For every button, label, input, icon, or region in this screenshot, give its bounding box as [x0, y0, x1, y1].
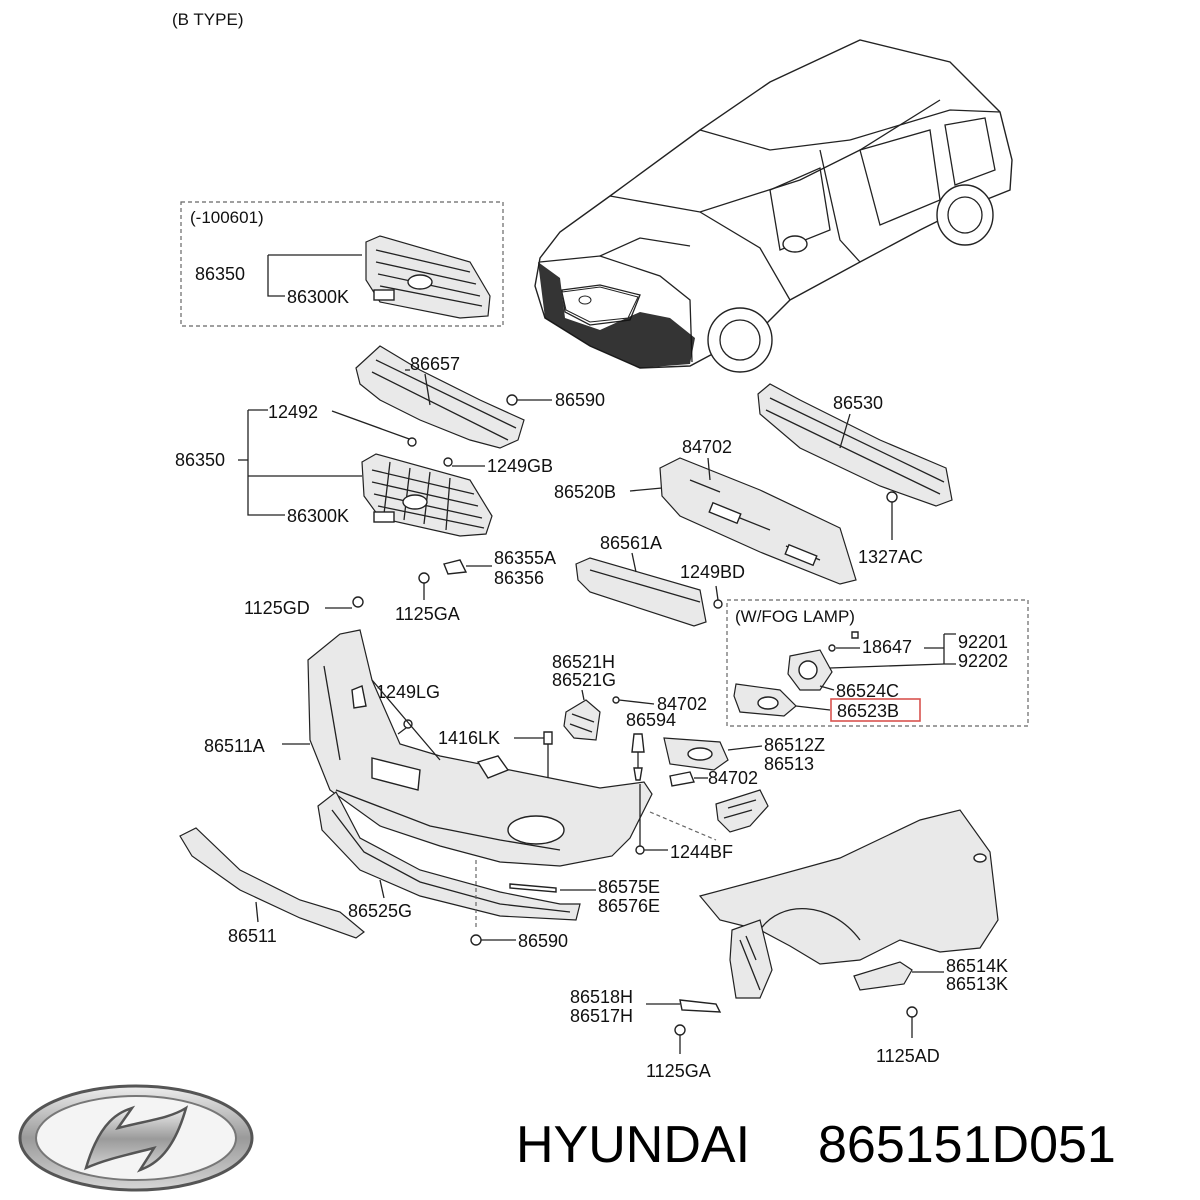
part-number: 865151D051 — [818, 1116, 1116, 1174]
label-84702-absorber: 84702 — [682, 437, 732, 457]
diagram-type-label: (B TYPE) — [172, 10, 243, 29]
label-86576e: 86576E — [598, 896, 660, 916]
fog-cover-drawing — [663, 737, 729, 771]
label-86511: 86511 — [228, 926, 277, 946]
label-86520b: 86520B — [554, 482, 616, 502]
label-86356: 86356 — [494, 568, 544, 588]
label-86518h: 86518H — [570, 987, 633, 1007]
grille-main-drawing — [361, 453, 493, 537]
front-bumper-cover-drawing — [307, 629, 653, 867]
front-fender-drawing — [698, 809, 999, 999]
label-86521h: 86521H — [552, 652, 615, 672]
label-86300k-early: 86300K — [287, 287, 349, 307]
label-86513: 86513 — [764, 754, 814, 774]
fender-bracket-drawing — [853, 961, 913, 991]
label-1125ad: 1125AD — [876, 1046, 940, 1066]
car-illustration — [534, 39, 1013, 373]
label-1244bf: 1244BF — [670, 842, 733, 862]
label-1327ac: 1327AC — [858, 547, 923, 567]
label-86350-early: 86350 — [195, 264, 245, 284]
side-bracket-drawing — [563, 699, 601, 741]
early-grille-group-label: (-100601) — [190, 208, 264, 227]
fog-lamp-group-label: (W/FOG LAMP) — [735, 607, 855, 626]
side-mount-bracket-drawing — [715, 789, 769, 833]
label-86517h: 86517H — [570, 1006, 633, 1026]
label-86514k: 86514K — [946, 956, 1008, 976]
lower-skirt-drawing — [179, 827, 365, 939]
label-1125ga-bottom: 1125GA — [646, 1061, 711, 1081]
label-86513k: 86513K — [946, 974, 1008, 994]
label-86594: 86594 — [626, 710, 676, 730]
fog-lamp-group-box — [726, 599, 1029, 727]
label-92202: 92202 — [958, 651, 1008, 671]
label-86530: 86530 — [833, 393, 883, 413]
label-1249lg: 1249LG — [376, 682, 440, 702]
label-86524c: 86524C — [836, 681, 899, 701]
label-92201: 92201 — [958, 632, 1008, 652]
label-1249bd: 1249BD — [680, 562, 745, 582]
label-18647: 18647 — [862, 637, 912, 657]
fog-lamp-drawing — [733, 649, 833, 717]
label-1416lk: 1416LK — [438, 728, 500, 748]
label-12492: 12492 — [268, 402, 318, 422]
lower-grille-strip-drawing — [575, 557, 707, 627]
label-1125ga-top: 1125GA — [395, 604, 460, 624]
label-86521g: 86521G — [552, 670, 616, 690]
label-86511a: 86511A — [204, 736, 265, 756]
label-1249gb: 1249GB — [487, 456, 553, 476]
bumper-beam-drawing — [757, 383, 953, 507]
label-86523b: 86523B — [837, 701, 899, 721]
label-86512z: 86512Z — [764, 735, 825, 755]
label-86575e: 86575E — [598, 877, 660, 897]
energy-absorber-drawing — [659, 457, 857, 585]
grille-early-drawing — [365, 235, 491, 319]
upper-bracket-drawing — [355, 345, 525, 449]
brand-name: HYUNDAI — [516, 1116, 750, 1174]
label-86561a: 86561A — [600, 533, 662, 553]
label-86590-upper: 86590 — [555, 390, 605, 410]
label-86590-lower: 86590 — [518, 931, 568, 951]
label-86355a: 86355A — [494, 548, 556, 568]
highlighted-part-box — [830, 698, 921, 722]
label-86350-main: 86350 — [175, 450, 225, 470]
label-84702-lower: 84702 — [708, 768, 758, 788]
lower-lip-drawing — [317, 791, 581, 921]
label-86657: 86657 — [410, 354, 460, 374]
label-84702-side: 84702 — [657, 694, 707, 714]
label-86300k-main: 86300K — [287, 506, 349, 526]
early-grille-group-box — [180, 201, 504, 327]
hyundai-logo-icon — [18, 1084, 254, 1192]
label-1125gd: 1125GD — [244, 598, 310, 618]
label-86525g: 86525G — [348, 901, 412, 921]
